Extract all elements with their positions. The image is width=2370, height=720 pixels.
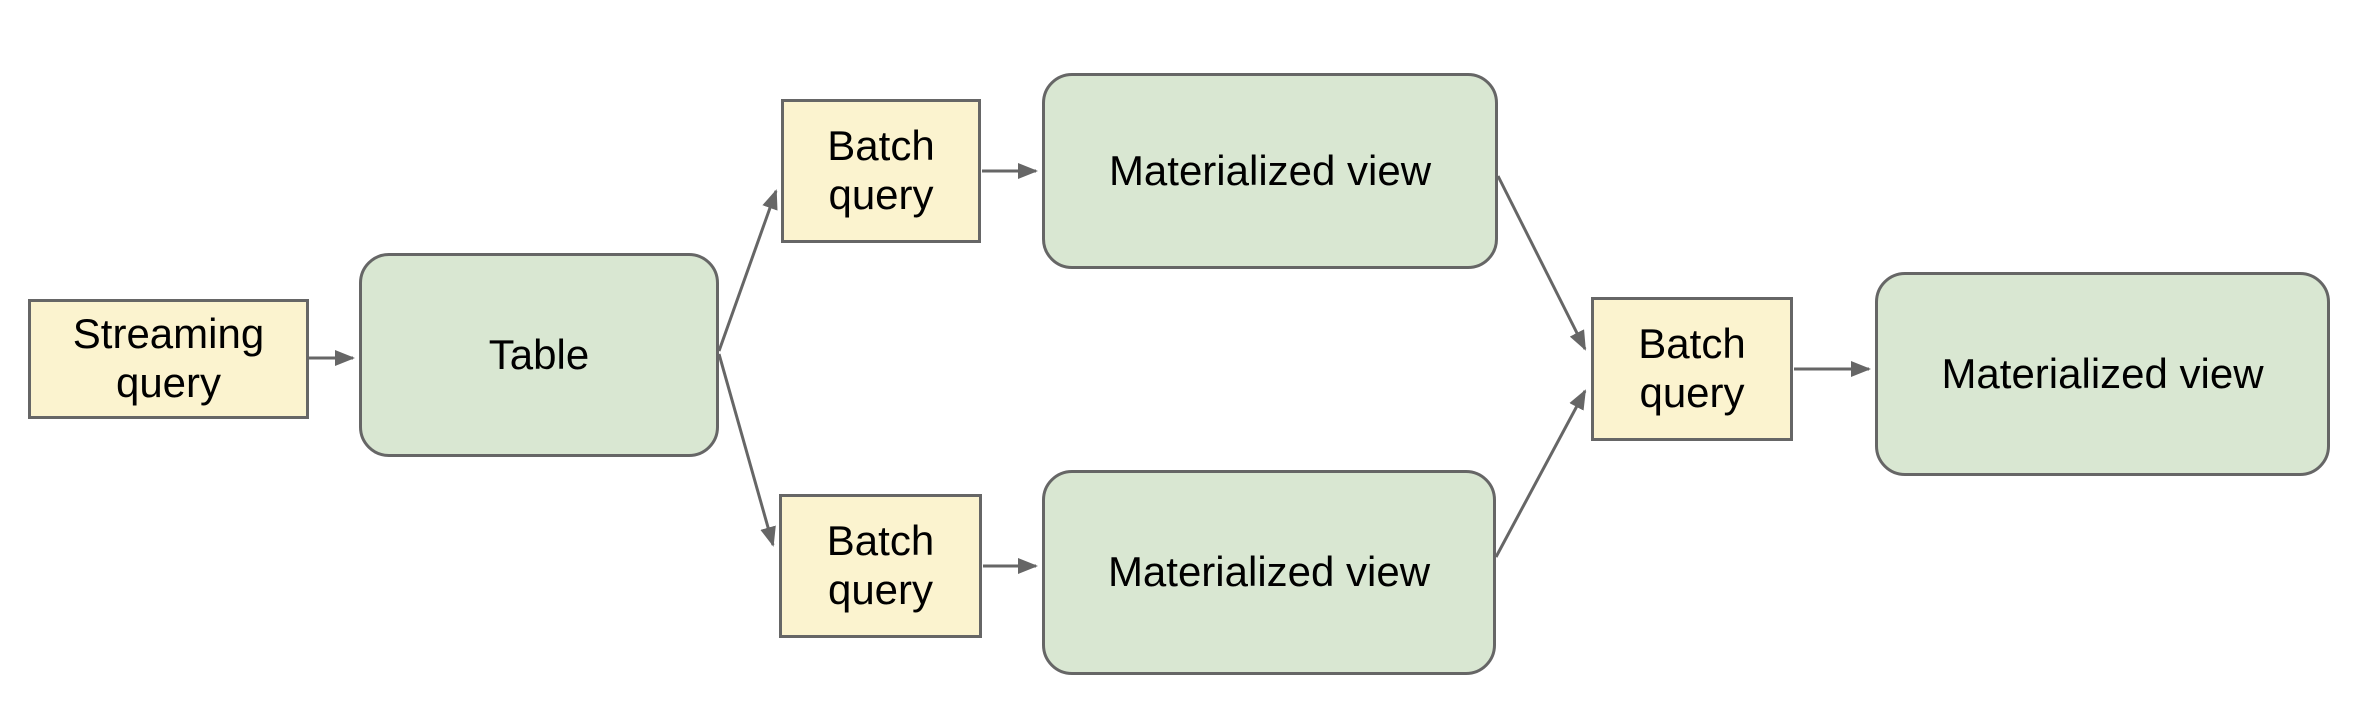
node-batch-query-right: Batch query: [1591, 297, 1793, 441]
node-streaming-query: Streaming query: [28, 299, 309, 419]
node-materialized-view-top: Materialized view: [1042, 73, 1498, 269]
node-materialized-view-right-label: Materialized view: [1941, 349, 2264, 397]
node-materialized-view-bottom: Materialized view: [1042, 470, 1496, 675]
node-batch-query-top-label: Batch query: [827, 122, 935, 218]
edge-materialized-view-bottom-to-batch-query-right: [1494, 389, 1587, 558]
node-streaming-query-label: Streaming query: [72, 310, 265, 406]
node-batch-query-bottom-label: Batch query: [826, 517, 935, 613]
node-materialized-view-right: Materialized view: [1875, 272, 2330, 476]
edge-table-to-batch-query-top: [717, 189, 778, 352]
edge-materialized-view-top-to-batch-query-right: [1496, 175, 1587, 351]
edge-table-to-batch-query-bottom: [717, 353, 776, 547]
node-table-label: Table: [488, 330, 590, 378]
node-batch-query-bottom: Batch query: [779, 494, 982, 638]
node-batch-query-right-label: Batch query: [1638, 320, 1746, 416]
node-materialized-view-top-label: Materialized view: [1108, 146, 1432, 194]
node-batch-query-top: Batch query: [781, 99, 981, 243]
node-table: Table: [359, 253, 719, 457]
node-materialized-view-bottom-label: Materialized view: [1107, 548, 1431, 596]
